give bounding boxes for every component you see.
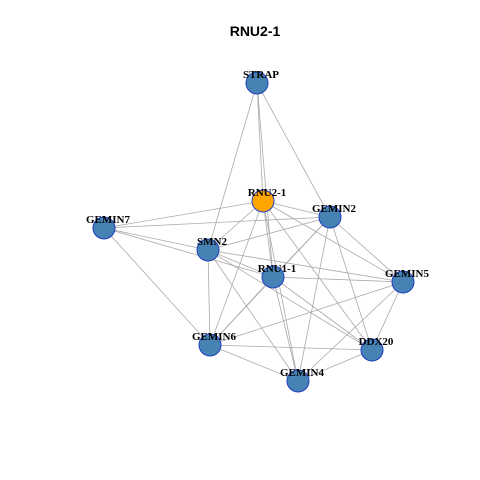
- node-gemin5: [391, 270, 415, 294]
- edge-gemin7-rnu1-1: [103, 227, 274, 278]
- node-gemin2: [318, 205, 342, 229]
- node-label-gemin6: GEMIN6: [192, 331, 237, 343]
- node-label-gemin2: GEMIN2: [312, 203, 357, 215]
- node-rnu2-1: [251, 189, 275, 213]
- edge-rnu2-1-gemin4: [262, 200, 299, 382]
- edge-rnu1-1-gemin4: [272, 276, 299, 382]
- edge-smn2-gemin6: [207, 249, 211, 346]
- edge-gemin5-ddx20: [371, 281, 404, 351]
- node-label-gemin7: GEMIN7: [86, 214, 131, 226]
- edge-rnu2-1-gemin6: [209, 200, 264, 346]
- edge-rnu1-1-ddx20: [272, 276, 373, 351]
- edge-rnu2-1-gemin5: [262, 200, 404, 283]
- node-ddx20: [360, 338, 384, 362]
- edge-smn2-gemin5: [207, 249, 404, 283]
- node-label-rnu1-1: RNU1-1: [258, 263, 297, 275]
- node-gemin4: [286, 369, 310, 393]
- node-label-gemin4: GEMIN4: [280, 367, 325, 379]
- plot-title: RNU2-1: [230, 23, 281, 39]
- node-strap: [245, 71, 269, 95]
- nodes-layer: [92, 71, 415, 393]
- edge-rnu2-1-smn2: [207, 200, 264, 251]
- node-smn2: [196, 238, 220, 262]
- edge-strap-rnu1-1: [256, 82, 274, 278]
- edge-strap-gemin2: [256, 82, 331, 218]
- edge-gemin7-smn2: [103, 227, 209, 251]
- edge-gemin5-gemin6: [209, 281, 404, 346]
- edge-rnu2-1-gemin7: [103, 200, 264, 229]
- edge-gemin6-ddx20: [209, 344, 373, 351]
- edge-smn2-gemin4: [207, 249, 299, 382]
- edge-rnu1-1-gemin6: [209, 276, 274, 346]
- node-gemin7: [92, 216, 116, 240]
- node-label-gemin5: GEMIN5: [385, 268, 430, 280]
- edge-gemin6-gemin4: [209, 344, 299, 382]
- edge-rnu2-1-ddx20: [262, 200, 373, 351]
- edge-smn2-ddx20: [207, 249, 373, 351]
- edge-rnu1-1-gemin5: [272, 276, 404, 283]
- node-label-ddx20: DDX20: [359, 336, 394, 348]
- edge-gemin2-gemin4: [297, 216, 331, 382]
- node-label-rnu2-1: RNU2-1: [248, 187, 287, 199]
- edges-layer: [103, 82, 404, 382]
- edge-ddx20-gemin4: [297, 349, 373, 382]
- edge-gemin7-gemin6: [103, 227, 211, 346]
- edge-strap-rnu2-1: [256, 82, 264, 202]
- edge-gemin2-gemin7: [103, 216, 331, 229]
- edge-rnu2-1-rnu1-1: [262, 200, 274, 278]
- edge-smn2-rnu1-1: [207, 249, 274, 278]
- node-label-smn2: SMN2: [197, 236, 227, 248]
- edge-gemin2-gemin5: [329, 216, 404, 283]
- node-gemin6: [198, 333, 222, 357]
- node-label-strap: STRAP: [243, 69, 279, 81]
- edge-gemin5-gemin4: [297, 281, 404, 382]
- edge-gemin2-ddx20: [329, 216, 373, 351]
- edge-gemin2-smn2: [207, 216, 331, 251]
- node-rnu1-1: [261, 265, 285, 289]
